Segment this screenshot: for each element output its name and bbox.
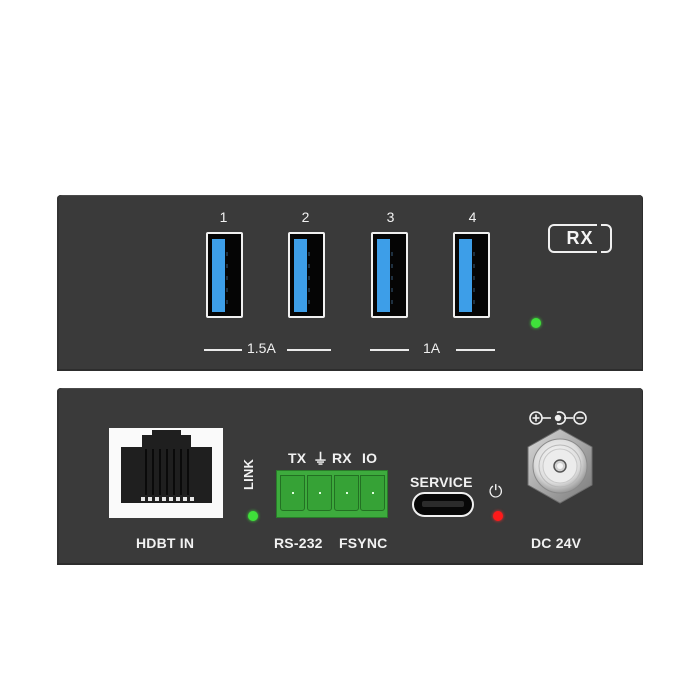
tx-label: TX: [288, 450, 307, 466]
fsync-label: FSYNC: [339, 535, 388, 551]
hdbt-in-rj45-port[interactable]: [109, 428, 223, 518]
usb-tongue: [377, 239, 390, 312]
ground-icon: ⏚: [313, 451, 329, 468]
usb-tongue: [294, 239, 307, 312]
rx-badge: RX: [548, 223, 612, 254]
usb-port-4[interactable]: [453, 232, 490, 318]
usb-port-3[interactable]: [371, 232, 408, 318]
dc-polarity-icon: [529, 411, 587, 425]
rear-panel: HDBT IN LINK TX ⏚ RX IO RS-232 FSYNC SER…: [57, 388, 643, 565]
current-bracket-line: [204, 349, 242, 351]
usb-port-2-number: 2: [301, 209, 310, 225]
current-bracket-line: [370, 349, 409, 351]
rs232-fsync-terminal-block[interactable]: [276, 470, 388, 518]
current-label-1-5a: 1.5A: [247, 340, 276, 356]
current-bracket-line: [287, 349, 331, 351]
usb-port-2[interactable]: [288, 232, 325, 318]
usb-tongue: [459, 239, 472, 312]
io-label: IO: [362, 450, 378, 466]
dc-power-jack[interactable]: [527, 428, 593, 504]
usb-port-1[interactable]: [206, 232, 243, 318]
usb-port-4-number: 4: [468, 209, 477, 225]
power-led: [493, 511, 503, 521]
current-label-1a: 1A: [423, 340, 441, 356]
service-label: SERVICE: [410, 474, 473, 490]
usb-port-1-number: 1: [219, 209, 228, 225]
dc-24v-label: DC 24V: [531, 535, 582, 551]
service-usb-c-port[interactable]: [412, 492, 474, 517]
hdbt-in-label: HDBT IN: [136, 535, 195, 551]
rx-label: RX: [332, 450, 352, 466]
rs232-label: RS-232: [274, 535, 323, 551]
current-bracket-line: [456, 349, 495, 351]
usb-port-3-number: 3: [386, 209, 395, 225]
link-led: [248, 511, 258, 521]
rx-badge-text: RX: [566, 228, 594, 248]
front-panel: 1 2 3 4 1.5A 1A RX: [57, 195, 643, 371]
usb-tongue: [212, 239, 225, 312]
link-label: LINK: [241, 458, 256, 490]
power-icon: ⏻: [489, 482, 503, 501]
status-led: [531, 318, 541, 328]
